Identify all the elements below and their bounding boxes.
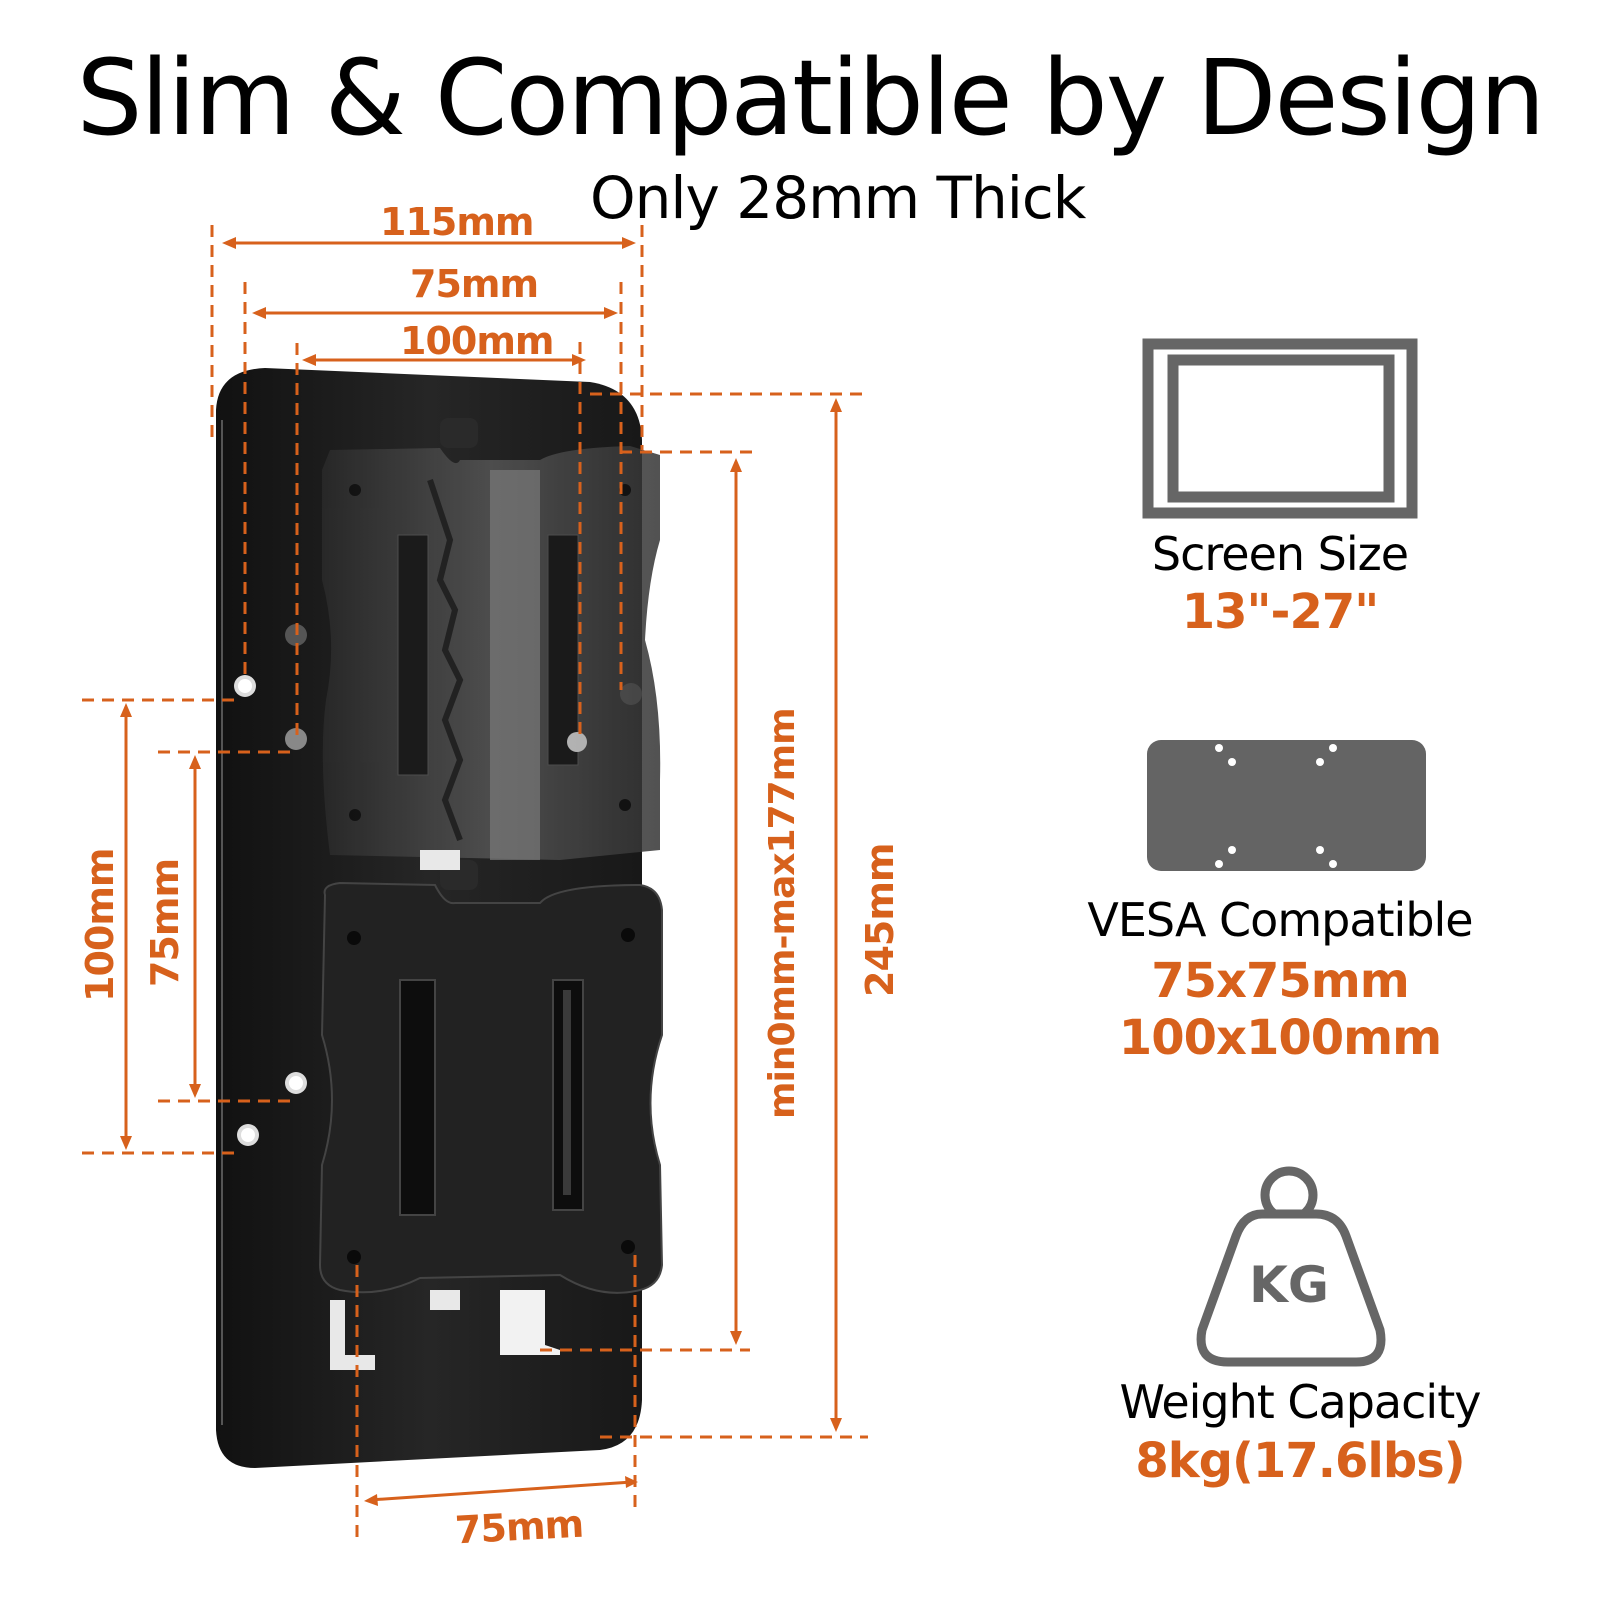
- dim-label-left-100mm: 100mm: [78, 848, 122, 1002]
- screen-size-value: 13"-27": [1181, 584, 1380, 640]
- dim-label-bottom-75mm: 75mm: [453, 1501, 585, 1553]
- monitor-icon: [1142, 338, 1418, 519]
- dimension-lines: [82, 225, 868, 1540]
- weight-value: 8kg(17.6lbs): [1135, 1433, 1465, 1489]
- dim-label-left-75mm: 75mm: [143, 858, 187, 987]
- arrowheads: [120, 237, 842, 1506]
- page-title: Slim & Compatible by Design: [76, 37, 1546, 159]
- vesa-value-100: 100x100mm: [1118, 1010, 1442, 1066]
- vesa-plate-icon: [1147, 740, 1426, 871]
- vesa-label: VESA Compatible: [1087, 893, 1473, 947]
- dim-label-245mm: 245mm: [858, 843, 902, 997]
- dim-label-travel-range: min0mm-max177mm: [762, 708, 803, 1119]
- dim-label-top-100mm: 100mm: [400, 319, 555, 363]
- screen-size-label: Screen Size: [1151, 527, 1409, 581]
- vesa-bracket-upper: [322, 446, 661, 860]
- kg-icon-text: KG: [1249, 1256, 1329, 1314]
- vesa-value-75: 75x75mm: [1151, 953, 1410, 1009]
- page-subtitle: Only 28mm Thick: [590, 164, 1086, 232]
- dim-label-115mm: 115mm: [380, 200, 535, 244]
- weight-label: Weight Capacity: [1119, 1375, 1482, 1429]
- kg-weight-icon: [1196, 1166, 1386, 1367]
- dim-label-top-75mm: 75mm: [410, 262, 539, 306]
- vesa-bracket-lower: [318, 881, 664, 1294]
